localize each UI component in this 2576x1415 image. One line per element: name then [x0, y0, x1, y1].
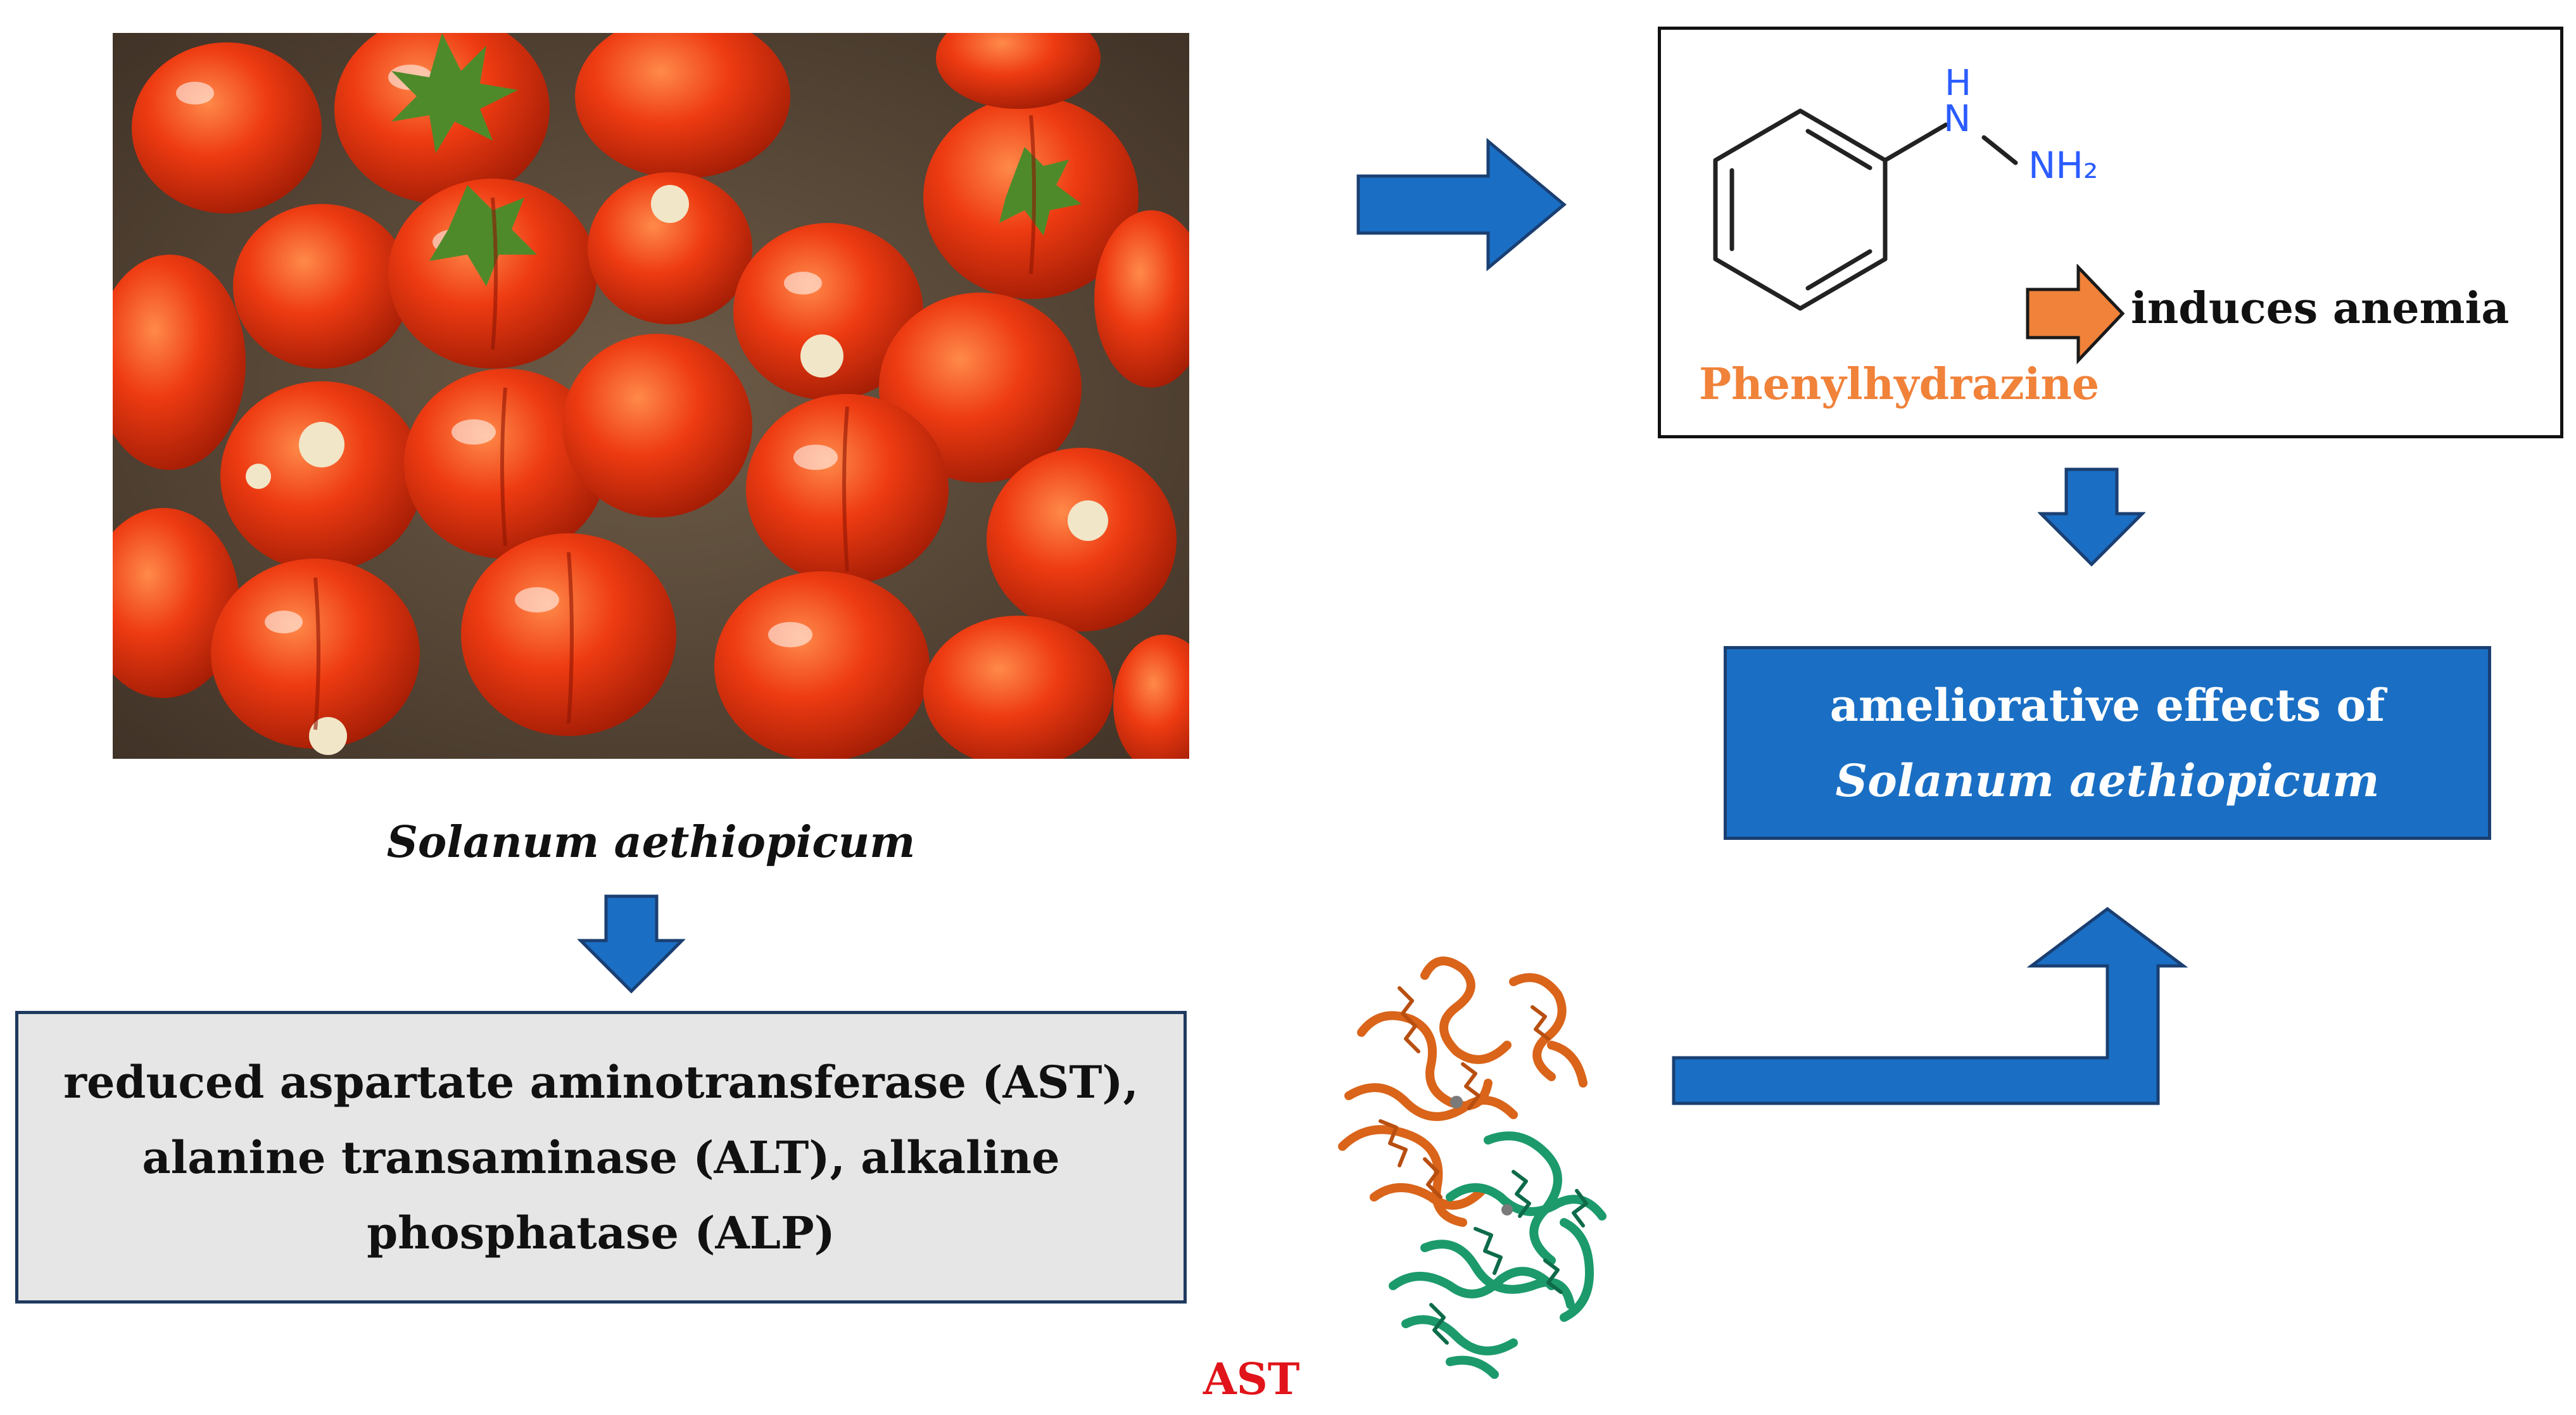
ast-protein-structure: [1323, 931, 1640, 1400]
ameliorative-plain-text: ameliorative effects of: [1829, 679, 2385, 732]
right-arrow-top: [1356, 138, 1567, 271]
elbow-arrow: [1672, 906, 2188, 1105]
fruit-photo: [113, 33, 1189, 759]
protein-ribbon-illustration: [1338, 956, 1607, 1379]
benzene-ring-icon: [1661, 30, 2560, 435]
species-caption: Solanum aethiopicum: [386, 817, 916, 868]
phenylhydrazine-panel: H N NH₂ induces anemia Phenylhydrazine: [1658, 27, 2563, 438]
atom-h-label: H: [1945, 63, 1972, 104]
enzyme-effects-box: reduced aspartate aminotransferase (AST)…: [15, 1011, 1187, 1304]
fruit-photo-illustration: [113, 33, 1189, 759]
down-arrow-left: [578, 894, 685, 994]
ameliorative-species-text: Solanum aethiopicum: [1835, 754, 2380, 807]
ast-label: AST: [1203, 1354, 1300, 1405]
induces-anemia-text: induces anemia: [2131, 283, 2510, 334]
ameliorative-effects-box: ameliorative effects of Solanum aethiopi…: [1724, 646, 2491, 840]
down-arrow-right: [2038, 467, 2145, 567]
orange-arrow: [2026, 264, 2125, 365]
ameliorative-effects-text: ameliorative effects of Solanum aethiopi…: [1765, 668, 2450, 818]
compound-name: Phenylhydrazine: [1699, 359, 2100, 410]
atom-nh2-label: NH₂: [2028, 144, 2099, 187]
enzyme-effects-text: reduced aspartate aminotransferase (AST)…: [63, 1055, 1139, 1259]
atom-n-label: N: [1943, 97, 1971, 140]
